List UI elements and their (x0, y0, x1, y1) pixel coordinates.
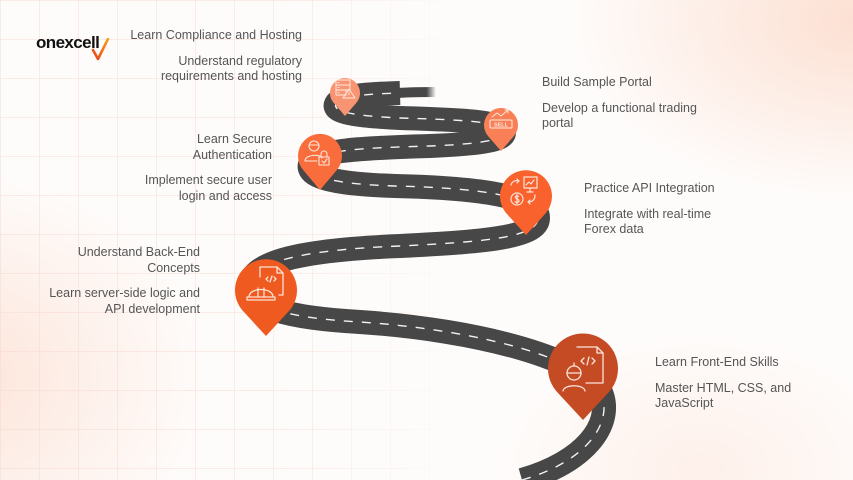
step-title: Learn Front-End Skills (655, 355, 779, 369)
step-description: Master HTML, CSS, and JavaScript (655, 380, 792, 411)
step-description: Learn server-side logic and API developm… (49, 286, 200, 316)
step-description: Develop a functional trading portal (542, 100, 697, 131)
step-compliance-hosting: Learn Compliance and Hosting Understand … (120, 28, 302, 85)
logo-check-icon (91, 38, 110, 61)
user-lock-icon (304, 140, 330, 166)
step-description: Integrate with real-time Forex data (584, 206, 712, 237)
step-description: Understand regulatory requirements and h… (160, 53, 302, 84)
pin-api-integration[interactable] (499, 168, 553, 236)
currency-exchange-chart-icon (510, 176, 538, 206)
pin-back-end[interactable] (233, 255, 299, 337)
step-api-integration: Practice API Integration Integrate with … (584, 181, 734, 238)
step-title: Learn Secure Authentication (192, 132, 272, 162)
step-sample-portal: Build Sample Portal Develop a functional… (542, 75, 712, 132)
step-secure-authentication: Learn Secure Authentication Implement se… (128, 132, 272, 204)
pin-secure-authentication[interactable] (297, 131, 343, 191)
brand-logo: onexcell (36, 33, 100, 52)
step-back-end: Understand Back-End Concepts Learn serve… (30, 245, 200, 317)
step-description: Implement secure user login and access (144, 173, 272, 203)
pin-compliance-hosting[interactable] (329, 73, 361, 117)
step-title: Build Sample Portal (542, 75, 652, 89)
pin-front-end[interactable] (546, 331, 620, 421)
sell-trend-icon (489, 109, 513, 129)
developer-code-icon (562, 346, 604, 392)
road-end-fade (397, 87, 437, 98)
step-front-end: Learn Front-End Skills Master HTML, CSS,… (655, 355, 805, 412)
step-title: Understand Back-End Concepts (77, 245, 200, 275)
server-warning-icon (335, 79, 356, 99)
step-title: Practice API Integration (584, 181, 715, 195)
pin-sample-portal[interactable]: SELL (483, 104, 519, 152)
step-title: Learn Compliance and Hosting (130, 28, 302, 42)
sell-icon-label: SELL (494, 123, 509, 129)
hardhat-code-icon (246, 266, 284, 301)
